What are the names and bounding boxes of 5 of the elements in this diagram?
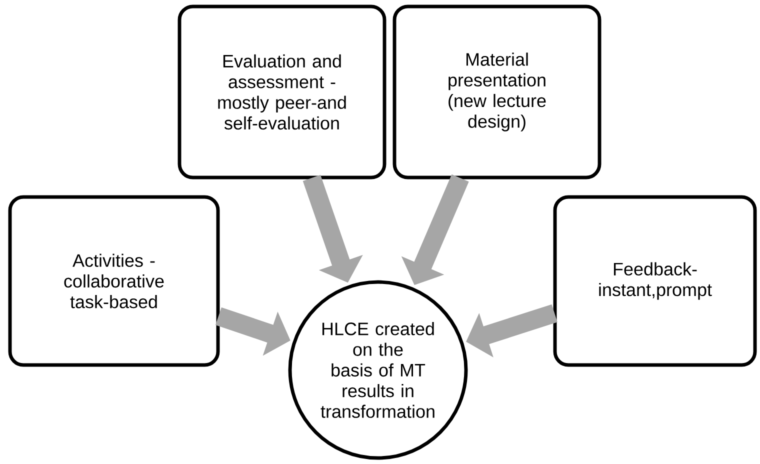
text-box: Evaluation and assessment - mostly peer-and self-evaluation	[178, 4, 386, 180]
circle-node: HLCE created on the basis of MT results in transformation	[288, 280, 468, 460]
text-box: Material presentation (new lecture design)	[392, 4, 602, 180]
text-box: Feedback- instant,prompt	[553, 195, 757, 367]
text-box: Activities - collaborative task-based	[8, 195, 220, 367]
